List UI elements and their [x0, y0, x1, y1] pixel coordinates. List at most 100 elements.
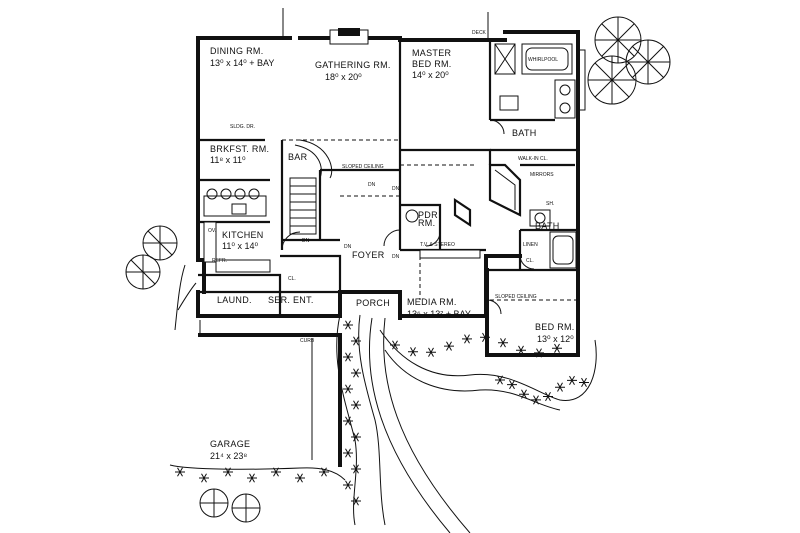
shrub-mark — [343, 480, 353, 490]
shrub-mark — [515, 345, 527, 355]
dining-name: DINING RM. — [210, 46, 264, 56]
windows — [199, 8, 586, 460]
media-dim: 13⁶ x 13² + BAY — [407, 309, 471, 319]
shrub-mark — [175, 467, 185, 477]
cl-label-1: CL. — [288, 276, 296, 282]
shrub-mark — [425, 347, 437, 357]
dn-label-5: DN — [302, 238, 310, 244]
dn-label-3: DN — [344, 244, 352, 250]
shrub-mark — [566, 375, 578, 385]
front-walkway — [368, 317, 451, 533]
shrub-mark — [343, 448, 353, 458]
shrub-mark — [461, 334, 473, 344]
master-name: MASTER — [412, 48, 452, 58]
door-swings — [281, 119, 535, 315]
media-cabinet — [419, 249, 481, 259]
shrub-mark — [497, 338, 509, 348]
shrub-mark — [343, 416, 353, 426]
pdr-name2: RM. — [418, 218, 435, 228]
garage-name: GARAGE — [210, 439, 250, 449]
pdr-fixtures — [405, 197, 472, 228]
shrub-mark — [351, 496, 361, 506]
shrub-mark — [351, 400, 361, 410]
mirrors-label: MIRRORS — [530, 172, 554, 178]
shrub-mark — [223, 467, 233, 477]
shrub-mark — [247, 473, 257, 483]
shrub-marks — [175, 320, 590, 506]
shrub-mark — [271, 467, 281, 477]
kitchen-dim: 11⁰ x 14⁰ — [222, 241, 258, 251]
interior-walls — [198, 40, 578, 316]
bath1-name: BATH — [512, 128, 537, 138]
shrub-mark — [506, 380, 518, 390]
ceiling-lines — [282, 139, 578, 301]
shrub-mark — [319, 467, 329, 477]
cl-label-2: CL. — [526, 258, 534, 264]
brkfst-dim: 11⁸ x 11⁰ — [210, 155, 246, 165]
walkin-label: WALK-IN CL. — [518, 156, 548, 162]
linen-label: LINEN — [523, 242, 538, 248]
second-bath-fixtures — [549, 231, 577, 269]
shrub-mark — [199, 473, 209, 483]
master-bath-fixtures — [494, 43, 576, 119]
shrub-mark — [343, 352, 353, 362]
kitchen-counters — [203, 188, 271, 273]
shrub-mark — [554, 382, 566, 392]
master-name2: BED RM. — [412, 59, 452, 69]
bedrm-dim: 13⁰ x 12⁰ — [537, 334, 574, 344]
dn-label-1: DN — [368, 182, 376, 188]
kitchen-name: KITCHEN — [222, 230, 264, 240]
garage-dim: 21⁴ x 23⁸ — [210, 451, 247, 461]
sloped-ceiling-label-2: SLOPED CEILING — [342, 164, 384, 170]
shrub-mark — [518, 389, 530, 399]
pdr-name: PDR — [418, 210, 438, 220]
porch-name: PORCH — [356, 298, 390, 308]
shrub-mark — [407, 347, 419, 357]
trees-garage — [199, 488, 261, 523]
bath2-name: BATH — [535, 221, 560, 231]
shrub-mark — [578, 377, 590, 388]
stair — [289, 139, 333, 235]
curb-label: CURB — [300, 338, 315, 344]
shrub-mark — [443, 341, 455, 351]
shrub-mark — [343, 384, 353, 394]
exterior-walls — [196, 30, 580, 467]
laund-name: LAUND. — [217, 295, 252, 305]
dining-dim: 13⁰ x 14⁰ + BAY — [210, 58, 274, 68]
shrub-mark — [531, 395, 541, 405]
shrub-mark — [351, 336, 361, 346]
shrub-mark — [351, 368, 361, 378]
tvstereo-label: T.V. & STEREO — [420, 242, 455, 248]
shrub-mark — [390, 340, 400, 350]
ov-label: OV. — [208, 228, 216, 234]
shrub-mark — [551, 343, 563, 353]
brkfst-name: BRKFST. RM. — [210, 144, 269, 154]
refr-label: REFR. — [212, 258, 227, 264]
shrub-mark — [351, 464, 361, 474]
shrub-mark — [343, 320, 353, 330]
master-dim: 14⁰ x 20⁰ — [412, 70, 449, 80]
trees-top-right — [587, 16, 671, 105]
dn-label-4: DN — [392, 254, 400, 260]
whirlpool-label: WHIRLPOOL — [528, 57, 558, 63]
bar-name: BAR — [288, 152, 308, 162]
media-name: MEDIA RM. — [407, 297, 457, 307]
serent-name: SER. ENT. — [268, 295, 314, 305]
foyer-name: FOYER — [352, 250, 385, 260]
walkin-closet — [488, 163, 575, 227]
deck-label: DECK — [472, 30, 487, 36]
sh-label: SH. — [546, 201, 554, 207]
small-labels: DECK WHIRLPOOL WALK-IN CL. MIRRORS LINEN… — [208, 30, 558, 344]
gathering-name: GATHERING RM. — [315, 60, 391, 70]
dn-label-2: DN — [392, 186, 400, 192]
shrub-mark — [495, 375, 505, 385]
sloped-ceiling-label-1: SLOPED CEILING — [495, 294, 537, 300]
shrub-mark — [542, 391, 554, 402]
shrub-mark — [295, 473, 305, 483]
trees-left — [125, 225, 178, 290]
room-labels: DINING RM. 13⁰ x 14⁰ + BAY GATHERING RM.… — [210, 46, 575, 461]
bedrm-name: BED RM. — [535, 322, 575, 332]
shrub-mark — [351, 432, 361, 442]
gathering-dim: 18⁰ x 20⁰ — [325, 72, 362, 82]
